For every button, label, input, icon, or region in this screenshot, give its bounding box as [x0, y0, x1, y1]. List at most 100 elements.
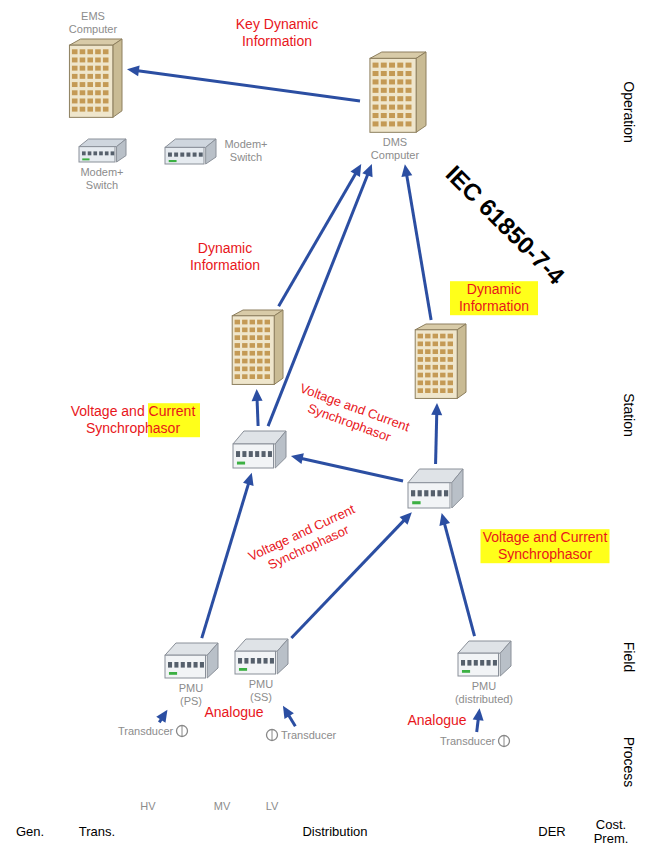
server-part — [397, 63, 403, 68]
connector-arrow — [283, 706, 295, 726]
server-part — [72, 66, 78, 71]
server-part — [235, 359, 240, 364]
server-part — [87, 99, 93, 104]
server-part — [389, 63, 395, 68]
switch-part — [207, 643, 218, 678]
edge-label: Dynamic Information — [178, 240, 272, 274]
server-part — [80, 107, 86, 112]
server-part — [389, 113, 395, 118]
connector-arrow — [202, 473, 254, 638]
server-part — [381, 88, 387, 93]
modem-part — [186, 153, 190, 157]
server-part — [440, 388, 445, 393]
server-part — [87, 50, 93, 55]
connector-arrow — [439, 513, 474, 636]
server-part — [250, 374, 255, 379]
row-line — [0, 605, 653, 606]
feeder-line — [222, 774, 233, 776]
column-line — [570, 0, 571, 850]
switch-part — [391, 595, 399, 597]
transducer-stub — [183, 738, 184, 765]
modem-icon — [162, 136, 218, 166]
connector-line — [436, 414, 437, 464]
switch-part — [181, 662, 185, 668]
switch-part — [194, 662, 198, 668]
server-part — [242, 351, 247, 356]
server-part — [257, 367, 262, 372]
switch-part — [431, 490, 435, 496]
switch-part — [487, 660, 491, 666]
server-part — [381, 121, 387, 126]
server-part — [103, 50, 109, 55]
server-part — [103, 58, 109, 63]
server-part — [265, 320, 270, 325]
arrowhead — [243, 473, 254, 486]
connector-line — [279, 173, 356, 306]
modem-part — [206, 139, 216, 164]
switch-part — [391, 587, 395, 592]
switch-part — [264, 658, 268, 664]
switch-part — [257, 658, 261, 664]
connector-line — [289, 715, 296, 726]
switch-part — [474, 660, 478, 666]
server-part — [242, 343, 247, 348]
circle-part — [182, 726, 183, 736]
switch-icon — [162, 640, 220, 680]
circle-device: Transducer — [440, 734, 511, 748]
server-part — [95, 99, 101, 104]
switch-icon — [180, 505, 238, 547]
server-part — [80, 82, 86, 87]
server-part — [381, 96, 387, 101]
server-part — [397, 113, 403, 118]
server-part — [373, 121, 379, 126]
arrowhead — [350, 164, 361, 177]
switch-part — [452, 469, 463, 508]
switch-part — [268, 451, 272, 457]
switch-part — [187, 539, 195, 542]
server-part — [397, 96, 403, 101]
server-part — [418, 357, 423, 362]
lv-bus — [271, 742, 274, 798]
switch-part — [493, 660, 497, 666]
server-part — [448, 388, 453, 393]
device-label: PMU (distributed) — [448, 680, 520, 705]
switch-part — [218, 528, 222, 534]
switch-part — [461, 660, 465, 666]
arrowhead — [291, 453, 304, 464]
circle-part — [499, 736, 510, 747]
server-part — [72, 107, 78, 112]
arrowhead — [252, 389, 263, 401]
line-arrowhead — [63, 780, 73, 790]
server-part — [72, 91, 78, 96]
server-part — [235, 367, 240, 372]
region-fill — [151, 136, 629, 709]
switch-device: PMU (PS) — [162, 640, 220, 707]
device-label: Transducer — [118, 725, 173, 738]
transducer-stub — [505, 748, 506, 770]
server-part — [95, 74, 101, 79]
switch-part — [262, 451, 266, 457]
modem-part — [180, 153, 184, 157]
server-part — [113, 39, 122, 117]
wire — [128, 149, 162, 150]
server-part — [415, 330, 457, 399]
switch-part — [236, 451, 240, 457]
server-part — [87, 58, 93, 63]
server-part — [265, 328, 270, 333]
server-part — [448, 342, 453, 347]
server-part — [257, 335, 262, 340]
server-part — [448, 373, 453, 378]
server-part — [373, 88, 379, 93]
arrowhead — [431, 403, 442, 415]
server-part — [389, 96, 395, 101]
server-part — [448, 357, 453, 362]
bus-label: LV — [266, 800, 279, 812]
server-part — [235, 335, 240, 340]
server-icon — [62, 37, 124, 119]
server-part — [257, 359, 262, 364]
server-part — [389, 121, 395, 126]
server-part — [425, 373, 430, 378]
connector-line — [138, 71, 360, 101]
arrowhead — [473, 708, 484, 721]
